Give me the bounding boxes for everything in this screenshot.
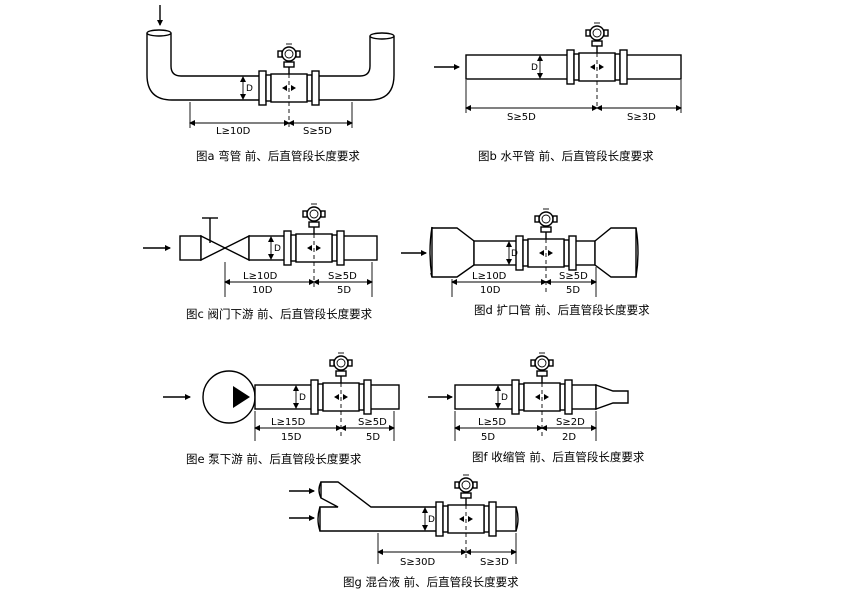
caption-a: 图a 弯管 前、后直管段长度要求 <box>196 149 360 163</box>
sub-upstream-c: 10D <box>252 285 273 296</box>
dim-downstream-c: S≥5D <box>328 271 357 282</box>
sub-upstream-f: 5D <box>481 432 495 443</box>
diameter-label-e: D <box>299 393 306 403</box>
dim-downstream-d: S≥5D <box>559 271 588 282</box>
dim-downstream-e: S≥5D <box>358 417 387 428</box>
diagram-e: D L≥15D S≥5D 15D 5D 图e 泵下游 前、后直管段长度要求 <box>163 352 400 466</box>
dim-downstream-g: S≥3D <box>480 557 509 568</box>
dim-upstream-d: L≥10D <box>472 271 507 282</box>
diagram-a: D L≥10D S≥5D 图a 弯管 前、后直管段长度要求 <box>146 5 395 163</box>
dim-downstream-a: S≥5D <box>303 126 332 137</box>
sub-downstream-d: 5D <box>566 285 580 296</box>
caption-c: 图c 阀门下游 前、后直管段长度要求 <box>186 307 373 321</box>
diameter-label-f: D <box>501 393 508 403</box>
dim-upstream-b: S≥5D <box>507 112 536 123</box>
dim-upstream-f: L≥5D <box>478 417 506 428</box>
diagram-c: D L≥10D S≥5D 10D 5D 图c 阀门下游 前、后直管段长度要求 <box>143 203 378 321</box>
caption-b: 图b 水平管 前、后直管段长度要求 <box>478 149 654 163</box>
sub-upstream-d: 10D <box>480 285 501 296</box>
diagram-g: D S≥30D S≥3D 图g 混合液 前、后直管段长度要求 <box>289 474 519 589</box>
sub-downstream-c: 5D <box>337 285 351 296</box>
caption-e: 图e 泵下游 前、后直管段长度要求 <box>186 452 362 466</box>
dim-upstream-a: L≥10D <box>216 126 251 137</box>
caption-g: 图g 混合液 前、后直管段长度要求 <box>343 575 519 589</box>
sub-downstream-e: 5D <box>366 432 380 443</box>
dim-downstream-b: S≥3D <box>627 112 656 123</box>
dim-upstream-e: L≥15D <box>271 417 306 428</box>
dim-upstream-c: L≥10D <box>243 271 278 282</box>
sub-upstream-e: 15D <box>281 432 302 443</box>
dim-downstream-f: S≥2D <box>556 417 585 428</box>
diameter-label-d: D <box>511 249 518 259</box>
caption-f: 图f 收缩管 前、后直管段长度要求 <box>472 450 645 464</box>
diameter-label-a: D <box>246 84 253 94</box>
diagram-f: D L≥5D S≥2D 5D 2D 图f 收缩管 前、后直管段长度要求 <box>428 352 645 464</box>
caption-d: 图d 扩口管 前、后直管段长度要求 <box>474 303 650 317</box>
diagram-d: D L≥10D S≥5D 10D 5D 图d 扩口管 前、后直管段长度要求 <box>401 208 650 317</box>
diameter-label-c: D <box>274 244 281 254</box>
diagram-b: D S≥5D S≥3D 图b 水平管 前、后直管段长度要求 <box>434 22 682 163</box>
dim-upstream-g: S≥30D <box>400 557 435 568</box>
diameter-label-g: D <box>428 515 435 525</box>
sub-downstream-f: 2D <box>562 432 576 443</box>
diameter-label-b: D <box>531 63 538 73</box>
